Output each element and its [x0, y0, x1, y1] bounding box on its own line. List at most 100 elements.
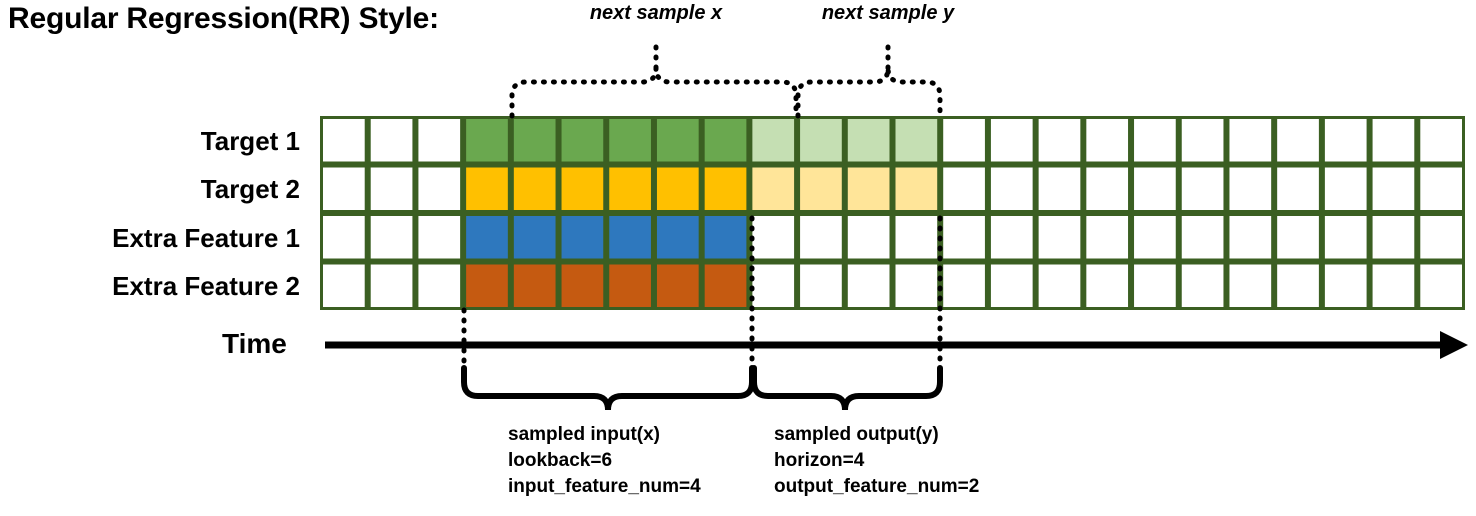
grid-cell [943, 167, 985, 210]
grid-cell [1134, 216, 1176, 259]
grid-cell [561, 167, 604, 210]
grid-cell [752, 119, 795, 162]
grid-cell [609, 216, 651, 259]
grid-cell [1229, 119, 1272, 162]
grid-cell [847, 119, 890, 162]
grid-cell [1324, 119, 1367, 162]
grid-cell [1372, 119, 1415, 162]
grid-cell [1229, 264, 1272, 307]
grid-cell [1038, 264, 1081, 307]
grid-cell [895, 119, 938, 162]
grid-cell [370, 167, 413, 210]
grid-cell [513, 216, 556, 259]
grid-cell [1086, 264, 1129, 307]
annotation-next-sample-x: next sample x [589, 2, 723, 24]
grid-cell [561, 264, 604, 307]
grid-cell [895, 167, 938, 210]
caption-sampled-output-line-2: horizon=4 [774, 450, 865, 471]
grid-cell [656, 264, 699, 307]
grid-cell [1229, 216, 1272, 259]
grid-cell [943, 264, 985, 307]
grid-cell [1086, 167, 1129, 210]
page-title: Regular Regression(RR) Style: [8, 2, 439, 35]
annotation-next-sample-y: next sample y [821, 2, 955, 24]
grid-cell [704, 167, 747, 210]
top-brace-next-sample-x [509, 67, 799, 119]
grid-cell [943, 119, 985, 162]
grid-cell [990, 264, 1033, 307]
caption-sampled-input-line-2: lookback=6 [508, 450, 613, 471]
grid-cell [370, 216, 413, 259]
grid-cell [752, 167, 795, 210]
grid-cell [752, 216, 795, 259]
top-brace-next-sample-y [795, 67, 943, 119]
grid-cell [800, 216, 842, 259]
caption-sampled-input-line-3: input_feature_num=4 [508, 476, 701, 497]
row-label-extra-feature-1: Extra Feature 1 [112, 223, 300, 253]
grid-cell [323, 167, 365, 210]
grid-cell [1038, 119, 1081, 162]
grid-cell [1134, 264, 1176, 307]
grid-cell [1277, 167, 1319, 210]
grid-cell [1420, 167, 1462, 210]
grid-cell [466, 119, 508, 162]
time-axis-arrowhead [1440, 331, 1468, 359]
row-label-extra-feature-2: Extra Feature 2 [112, 271, 300, 301]
row-label-target-1: Target 1 [200, 126, 300, 156]
grid-cell [323, 119, 365, 162]
grid-cell [656, 216, 699, 259]
grid-cell [1277, 216, 1319, 259]
grid-background [320, 116, 1465, 310]
grid-cell [1420, 264, 1462, 307]
grid-cell [609, 119, 651, 162]
grid-cell [847, 167, 890, 210]
grid-cell [847, 264, 890, 307]
grid-cell [1086, 119, 1129, 162]
grid-cell [1038, 167, 1081, 210]
grid-cell [895, 264, 938, 307]
grid-cell [418, 167, 461, 210]
grid-cell [1324, 264, 1367, 307]
grid-cell [1372, 167, 1415, 210]
grid-cell [800, 167, 842, 210]
grid-cell [418, 216, 461, 259]
grid-cell [990, 119, 1033, 162]
grid-cell [1324, 216, 1367, 259]
grid-cell [561, 216, 604, 259]
grid-cell [847, 216, 890, 259]
grid-cell [323, 216, 365, 259]
caption-sampled-output: sampled output(y) horizon=4 output_featu… [774, 422, 979, 500]
grid-cell [1277, 264, 1319, 307]
grid-cell [418, 119, 461, 162]
grid-cell [1181, 119, 1224, 162]
grid-cell [370, 264, 413, 307]
row-label-target-2: Target 2 [200, 174, 300, 204]
grid-cell [895, 216, 938, 259]
grid-cell [752, 264, 795, 307]
grid-cell [323, 264, 365, 307]
grid-cell [513, 119, 556, 162]
grid-cell [1324, 167, 1367, 210]
time-axis-label: Time [222, 328, 287, 359]
grid-cell [513, 167, 556, 210]
grid-cell [561, 119, 604, 162]
grid-cell [704, 264, 747, 307]
caption-sampled-output-line-1: sampled output(y) [774, 424, 939, 445]
grid-cell [990, 167, 1033, 210]
grid-cell [1277, 119, 1319, 162]
grid-cell [800, 119, 842, 162]
grid-cell [1181, 264, 1224, 307]
grid-cell [466, 216, 508, 259]
grid-cell [1229, 167, 1272, 210]
grid-cell [1181, 216, 1224, 259]
grid-cell [656, 167, 699, 210]
caption-sampled-input-line-1: sampled input(x) [508, 424, 661, 445]
caption-sampled-input: sampled input(x) lookback=6 input_featur… [508, 422, 701, 500]
grid-cell [466, 264, 508, 307]
grid-cell [1181, 167, 1224, 210]
grid-cell [1420, 216, 1462, 259]
grid-cell [1134, 167, 1176, 210]
